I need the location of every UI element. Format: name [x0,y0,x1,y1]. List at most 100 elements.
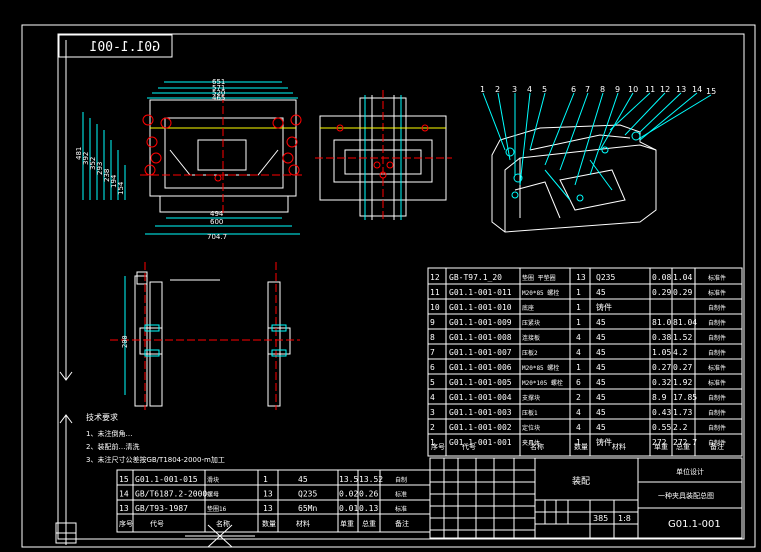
bom-upper-cell-mat: 45 [596,318,606,327]
bom-upper-cell-note: 自制件 [708,439,726,447]
bom-upper-cell-w2: 1.04 [673,273,692,282]
bom-lower-cell-name: 垫圈16 [207,505,227,513]
bom-upper-cell-w2: 1.92 [673,378,692,387]
bom-upper-cell-note: 自制件 [708,394,726,402]
technical-requirements: 技术要求 1、未注倒角… 2、装配前…清洗 3、未注尺寸公差按GB/T1804-… [86,412,225,464]
bom-lower-cell-code: GB/T93-1987 [135,504,188,513]
bom-upper-cell-w2: 0.27 [673,363,692,372]
bom-upper-header: 序号 代号 名称 数量 材料 单重 总重 备注 [431,442,724,451]
bom-upper-cell-note: 自制件 [708,409,726,417]
bom-lower-cell-name: 滑块 [207,476,219,484]
bom-upper-cell-name: 垫圈 平垫圈 [522,274,556,282]
svg-text:材料: 材料 [296,519,310,528]
bom-upper-cell-w1: 0.38 [652,333,671,342]
bom-upper-cell-no: 11 [430,288,440,297]
bom-upper-cell-mat: 45 [596,423,606,432]
bom-lower-cell-qty: 13 [263,504,273,513]
bom-upper-cell-code: G01.1-001-001 [449,438,512,447]
svg-text:704.7: 704.7 [207,233,227,241]
bom-lower-cell-note: 标准 [395,505,407,513]
svg-text:1: 1 [480,85,485,94]
bom-upper-cell-w2: 272.7 [673,438,697,447]
svg-text:装配: 装配 [572,475,590,487]
bom-lower-cell-note: 自制 [395,476,407,484]
bom-upper-cell-w1: 0.32 [652,378,671,387]
bom-upper-cell-code: G01.1-001-003 [449,408,512,417]
bom-upper-cell-w1: 0.43 [652,408,671,417]
front-bolts [142,114,302,182]
bom-upper-cell-mat: 45 [596,378,606,387]
bom-upper-cell-w1: 272 [652,438,667,447]
svg-text:2、装配前…清洗: 2、装配前…清洗 [86,442,139,451]
bom-upper-cell-no: 5 [430,378,435,387]
bom-upper-cell-note: 标准件 [708,364,726,372]
bom-upper-cell-w2: 81.04 [673,318,697,327]
svg-text:13: 13 [676,85,686,94]
svg-text:6: 6 [571,85,576,94]
bom-upper-cell-name: 连接板 [522,334,540,342]
front-view[interactable] [82,81,305,235]
bom-upper-cell-w1: 0.29 [652,288,671,297]
front-dimensions-vertical: 481 392 352 293 238 194 154 [75,147,125,195]
bom-upper-cell-no: 10 [430,303,440,312]
bom-upper-cell-mat: 45 [596,363,606,372]
bom-upper-cell-no: 7 [430,348,435,357]
inner-frame [57,33,745,540]
bom-upper-grid [427,267,743,457]
bom-upper-cell-name: 压紧块 [522,319,540,327]
bom-upper-cell-w1: 8.9 [652,393,667,402]
svg-text:7: 7 [585,85,590,94]
bom-upper-cell-w1: 1.05 [652,348,671,357]
bom-upper-cell-qty: 4 [576,408,581,417]
svg-text:备注: 备注 [395,519,409,528]
bom-upper-cell-w1: 0.27 [652,363,671,372]
svg-text:单重: 单重 [340,519,354,528]
isometric-view[interactable] [491,124,657,233]
svg-text:材料: 材料 [612,442,626,451]
bom-upper-cell-w2: 1.73 [673,408,692,417]
svg-text:总重: 总重 [362,519,376,528]
lower-dimension: 200 [121,335,129,348]
svg-text:技术要求: 技术要求 [86,412,118,422]
bom-lower-cell-qty: 13 [263,490,273,499]
bom-upper-cell-code: G01.1-001-002 [449,423,512,432]
bom-upper-cell-w1: 0.08 [652,273,671,282]
svg-text:8: 8 [600,85,605,94]
bom-lower-cell-w2: 13.52 [359,475,383,484]
bom-upper-cell-w2: 17.85 [673,393,697,402]
svg-text:154: 154 [117,181,125,195]
front-dimensions-top: 651 571 520 465 494 600 704.7 [207,78,227,241]
svg-text:494: 494 [210,210,224,218]
bom-upper-cell-qty: 1 [576,303,581,312]
bom-upper-cell-code: G01.1-001-009 [449,318,512,327]
bom-lower-cell-code: GB/T6187.2-2000 [135,490,207,499]
bom-upper-cell-mat: 45 [596,393,606,402]
svg-text:备注: 备注 [710,442,724,451]
bom-upper-cell-qty: 4 [576,333,581,342]
bom-upper-cell-w1: 0.55 [652,423,671,432]
bom-lower-cell-name: 螺母 [207,491,219,499]
svg-text:9: 9 [615,85,620,94]
svg-text:481: 481 [75,147,83,160]
bom-upper-cell-code: G01.1-001-005 [449,378,512,387]
bom-upper-cell-w2: 0.29 [673,288,692,297]
lower-view[interactable] [110,262,300,410]
bom-upper-cell-no: 9 [430,318,435,327]
bom-upper-cell-w2: 2.2 [673,423,688,432]
bom-upper-cell-qty: 1 [576,318,581,327]
bom-upper-cell-name: 压板1 [522,409,538,417]
bom-lower-cell-mat: Q235 [298,490,317,499]
bom-lower-cell-mat: 65Mn [298,504,317,513]
side-view[interactable] [315,90,452,222]
bom-lower-cell-w2: 0.26 [359,490,378,499]
bom-upper-cell-name: 定位块 [522,424,540,432]
outer-frame [21,24,756,548]
svg-text:15: 15 [706,87,716,96]
bom-upper-cell-name: 底座 [522,304,534,312]
title-block-text: 装配 单位设计 一种夹具装配总图 385 1:8 G01.1-001 [572,467,721,530]
bom-upper-cell-code: G01.1-001-008 [449,333,512,342]
bom-upper-cell-note: 标准件 [708,274,726,282]
bom-upper-cell-no: 6 [430,363,435,372]
svg-text:14: 14 [692,85,702,94]
